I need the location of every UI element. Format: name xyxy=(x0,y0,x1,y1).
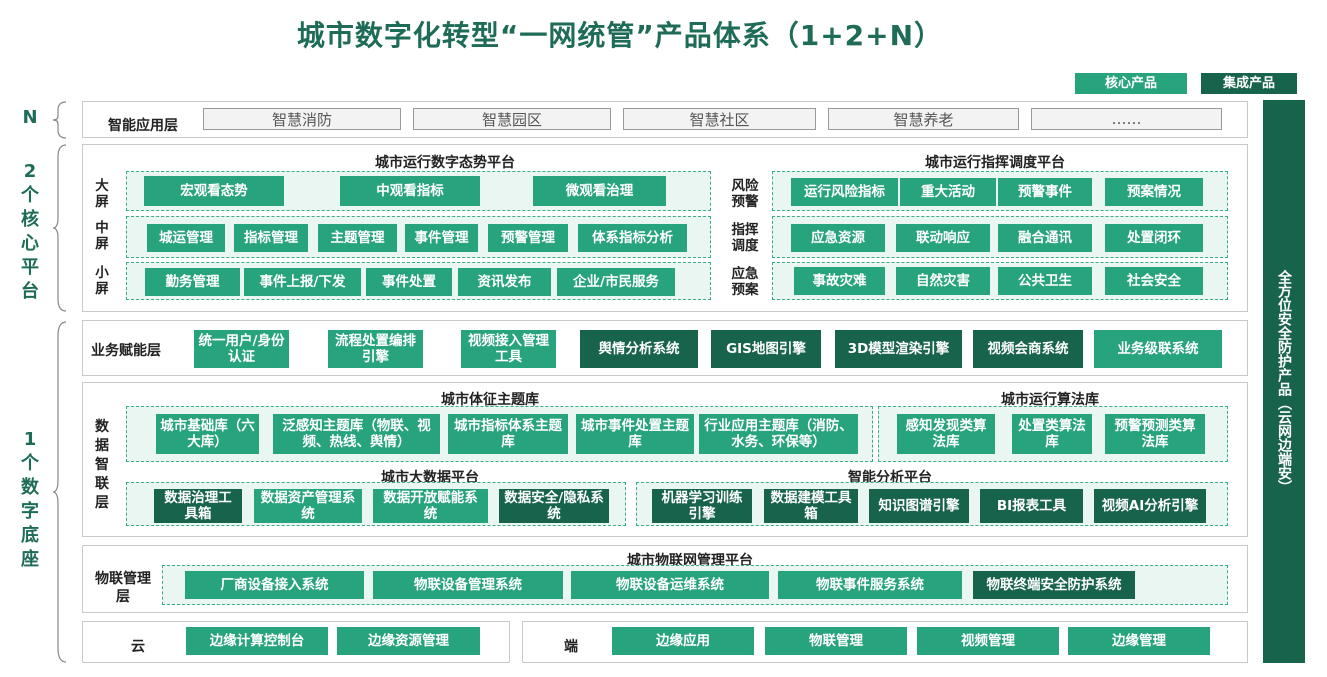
iot-item: 厂商设备接入系统 xyxy=(185,571,364,599)
row-label-small: 小屏 xyxy=(95,265,109,297)
situation-item: 资讯发布 xyxy=(458,268,551,296)
command-item: 事故灾难 xyxy=(794,267,885,295)
label-one-base: 1 个 数 字 底 座 xyxy=(21,429,39,570)
business-item: 视频会商系统 xyxy=(973,330,1083,368)
business-item: 统一用户/身份认证 xyxy=(194,330,289,368)
edge-item: 边缘管理 xyxy=(1068,627,1210,655)
cloud-label: 云 xyxy=(131,639,145,655)
bigdata-item: 数据安全/隐私系统 xyxy=(499,489,609,523)
iot-item: 物联设备运维系统 xyxy=(571,571,769,599)
edge-item: 边缘应用 xyxy=(612,627,754,655)
row-label-plan: 应急预案 xyxy=(731,266,759,298)
iot-item: 物联设备管理系统 xyxy=(373,571,563,599)
algo-db-item: 预警预测类算法库 xyxy=(1105,414,1205,454)
command-platform-title: 城市运行指挥调度平台 xyxy=(925,155,1065,171)
algo-db-item: 感知发现类算法库 xyxy=(897,414,995,454)
edge-label: 端 xyxy=(564,639,578,655)
label-n: N xyxy=(22,107,38,128)
situation-item: 指标管理 xyxy=(234,224,308,252)
command-item: 融合通讯 xyxy=(998,224,1092,252)
situation-item: 勤务管理 xyxy=(145,268,240,296)
command-item: 自然灾害 xyxy=(896,267,990,295)
security-products-bar: 全方位安全防护产品（云网边端安） xyxy=(1263,100,1305,663)
iot-item: 物联终端安全防护系统 xyxy=(973,571,1135,599)
analysis-item: 数据建模工具箱 xyxy=(764,489,858,523)
brace-n xyxy=(52,101,67,139)
theme-db-item: 城市指标体系主题库 xyxy=(448,414,568,454)
analysis-item: 机器学习训练引擎 xyxy=(652,489,752,523)
row-label-command: 指挥调度 xyxy=(731,222,759,254)
situation-item: 预警管理 xyxy=(488,224,568,252)
analysis-item: 知识图谱引擎 xyxy=(869,489,969,523)
analysis-item: 视频AI分析引擎 xyxy=(1094,489,1206,523)
bigdata-item: 数据资产管理系统 xyxy=(254,489,362,523)
brace-one xyxy=(52,321,67,663)
command-item: 社会安全 xyxy=(1105,267,1203,295)
business-layer-label: 业务赋能层 xyxy=(91,343,161,359)
theme-db-item: 行业应用主题库（消防、水务、环保等） xyxy=(699,414,858,454)
situation-item: 企业/市民服务 xyxy=(557,268,675,296)
business-item: GIS地图引擎 xyxy=(711,330,821,368)
app-item: 智慧养老 xyxy=(828,108,1019,130)
page-title: 城市数字化转型“一网统管”产品体系（1+2+N） xyxy=(296,19,944,52)
situation-item: 中观看指标 xyxy=(340,176,480,206)
situation-item: 宏观看态势 xyxy=(144,176,284,206)
row-label-medium: 中屏 xyxy=(95,220,109,252)
cloud-item: 边缘计算控制台 xyxy=(186,627,328,655)
theme-db-title: 城市体征主题库 xyxy=(441,392,539,408)
cloud-item: 边缘资源管理 xyxy=(337,627,480,655)
situation-item: 体系指标分析 xyxy=(578,224,687,252)
situation-item: 城运管理 xyxy=(147,224,225,252)
app-layer-label: 智能应用层 xyxy=(108,118,178,134)
label-two-core: 2 个 核 心 平 台 xyxy=(21,161,39,302)
app-item: 智慧园区 xyxy=(413,108,611,130)
command-item: 重大活动 xyxy=(900,178,996,206)
command-item: 运行风险指标 xyxy=(791,178,898,206)
command-item: 预案情况 xyxy=(1105,178,1203,206)
bigdata-item: 数据开放赋能系统 xyxy=(373,489,488,523)
command-item: 联动响应 xyxy=(896,224,990,252)
bigdata-item: 数据治理工具箱 xyxy=(154,489,242,523)
app-item: 智慧消防 xyxy=(203,108,401,130)
theme-db-item: 城市基础库（六大库） xyxy=(156,414,259,454)
business-item: 3D模型渲染引擎 xyxy=(835,330,962,368)
business-item: 业务级联系统 xyxy=(1094,330,1222,368)
brace-two xyxy=(52,144,67,312)
legend-core: 核心产品 xyxy=(1075,73,1187,94)
algo-db-item: 处置类算法库 xyxy=(1012,414,1092,454)
row-label-large: 大屏 xyxy=(95,178,109,210)
situation-item: 事件管理 xyxy=(405,224,478,252)
algo-db-title: 城市运行算法库 xyxy=(1001,392,1099,408)
iot-layer-label: 物联管理层 xyxy=(95,571,151,605)
data-layer-label: 数据智联层 xyxy=(95,419,109,511)
row-label-risk: 风险预警 xyxy=(731,178,759,210)
legend-integrated: 集成产品 xyxy=(1201,73,1297,94)
theme-db-item: 城市事件处置主题库 xyxy=(576,414,694,454)
edge-item: 物联管理 xyxy=(765,627,907,655)
theme-db-item: 泛感知主题库（物联、视频、热线、舆情） xyxy=(273,414,440,454)
business-item: 视频接入管理工具 xyxy=(461,330,556,368)
situation-item: 事件处置 xyxy=(366,268,452,296)
edge-item: 视频管理 xyxy=(917,627,1059,655)
command-item: 应急资源 xyxy=(791,224,885,252)
command-item: 处置闭环 xyxy=(1105,224,1203,252)
situation-item: 事件上报/下发 xyxy=(244,268,361,296)
business-item: 舆情分析系统 xyxy=(580,330,698,368)
command-item: 公共卫生 xyxy=(998,267,1092,295)
situation-item: 主题管理 xyxy=(318,224,397,252)
app-item: …… xyxy=(1031,108,1222,130)
situation-item: 微观看治理 xyxy=(533,176,666,206)
situation-platform-title: 城市运行数字态势平台 xyxy=(375,155,515,171)
iot-item: 物联事件服务系统 xyxy=(778,571,962,599)
analysis-item: BI报表工具 xyxy=(980,489,1083,523)
command-item: 预警事件 xyxy=(998,178,1092,206)
app-item: 智慧社区 xyxy=(623,108,816,130)
business-item: 流程处置编排引擎 xyxy=(328,330,423,368)
